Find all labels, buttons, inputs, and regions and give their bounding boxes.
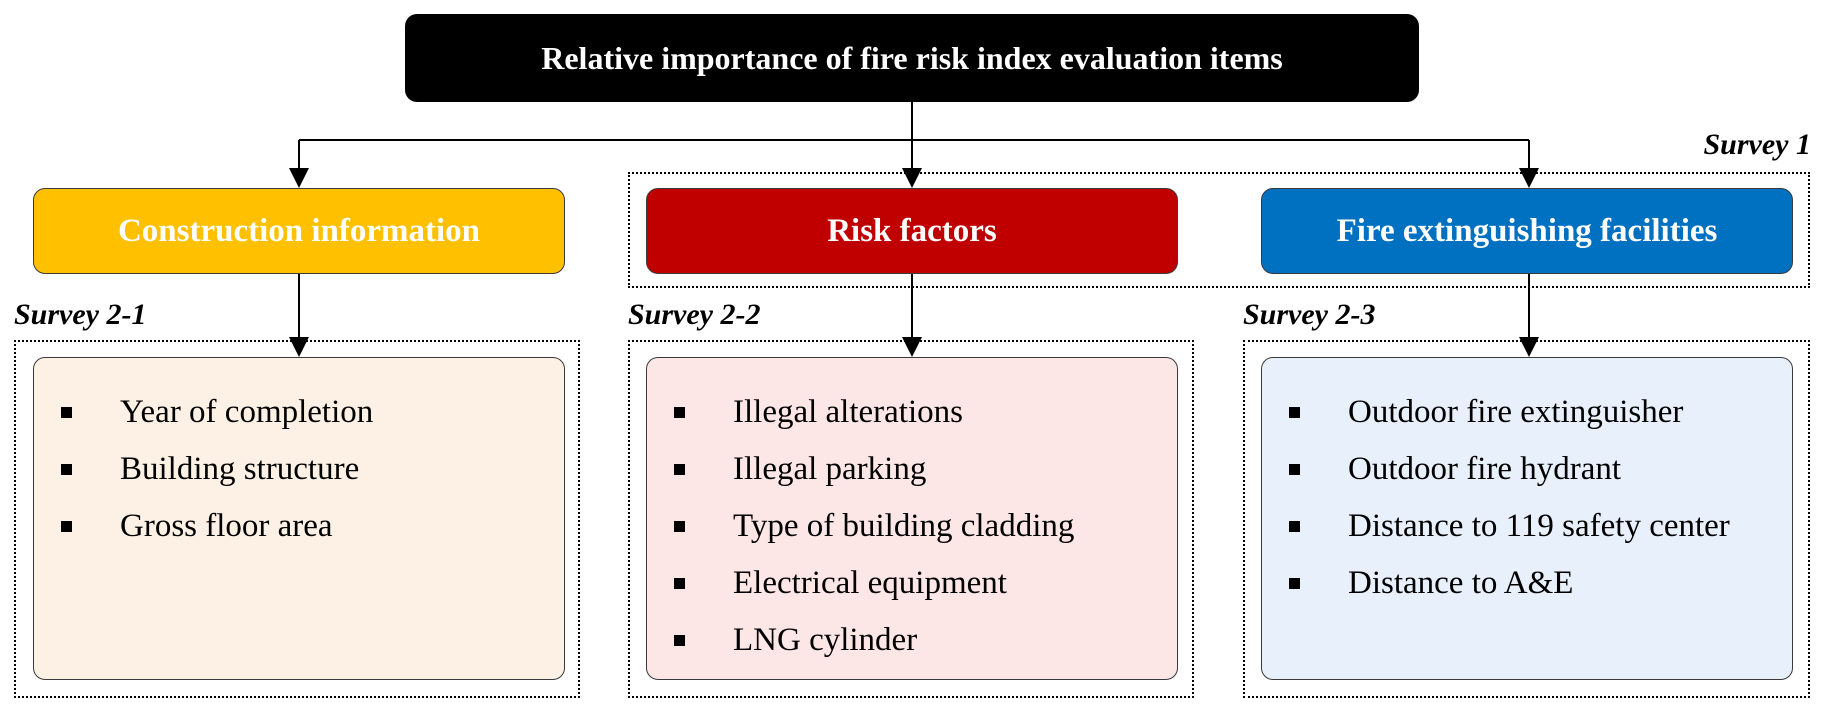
construction-items-list: Year of completion Building structure Gr… [34,358,564,555]
list-item: Illegal alterations [647,384,1177,441]
construction-information-box: Construction information [33,188,565,274]
survey-1-label: Survey 1 [1703,128,1812,161]
square-bullet-icon [674,407,685,418]
list-item: Type of building cladding [647,498,1177,555]
square-bullet-icon [674,635,685,646]
root-title-box: Relative importance of fire risk index e… [405,14,1419,102]
list-item: LNG cylinder [647,612,1177,669]
list-item: Year of completion [34,384,564,441]
square-bullet-icon [1289,521,1300,532]
risk-items-panel: Illegal alterations Illegal parking Type… [646,357,1178,680]
square-bullet-icon [61,407,72,418]
list-item: Gross floor area [34,498,564,555]
fire-facility-items-panel: Outdoor fire extinguisher Outdoor fire h… [1261,357,1793,680]
survey-2-3-frame [1243,340,1810,698]
square-bullet-icon [1289,407,1300,418]
survey-2-3-label: Survey 2-3 [1243,298,1376,331]
list-item: Distance to 119 safety center [1262,498,1792,555]
fire-extinguishing-facilities-box: Fire extinguishing facilities [1261,188,1793,274]
list-item: Outdoor fire hydrant [1262,441,1792,498]
list-item: Distance to A&E [1262,555,1792,612]
square-bullet-icon [61,521,72,532]
survey-1-frame [628,172,1810,288]
list-item: Outdoor fire extinguisher [1262,384,1792,441]
square-bullet-icon [674,521,685,532]
category-title: Risk factors [827,212,997,249]
category-title: Fire extinguishing facilities [1336,212,1718,249]
list-item: Building structure [34,441,564,498]
list-item: Electrical equipment [647,555,1177,612]
square-bullet-icon [1289,578,1300,589]
square-bullet-icon [674,578,685,589]
survey-2-2-frame [628,340,1194,698]
square-bullet-icon [61,464,72,475]
construction-items-panel: Year of completion Building structure Gr… [33,357,565,680]
category-title: Construction information [117,212,481,249]
survey-2-1-frame [14,340,580,698]
square-bullet-icon [674,464,685,475]
risk-factors-box: Risk factors [646,188,1178,274]
root-title: Relative importance of fire risk index e… [541,39,1283,76]
square-bullet-icon [1289,464,1300,475]
survey-2-2-label: Survey 2-2 [628,298,761,331]
risk-items-list: Illegal alterations Illegal parking Type… [647,358,1177,669]
list-item: Illegal parking [647,441,1177,498]
survey-2-1-label: Survey 2-1 [14,298,147,331]
fire-facility-items-list: Outdoor fire extinguisher Outdoor fire h… [1262,358,1792,612]
